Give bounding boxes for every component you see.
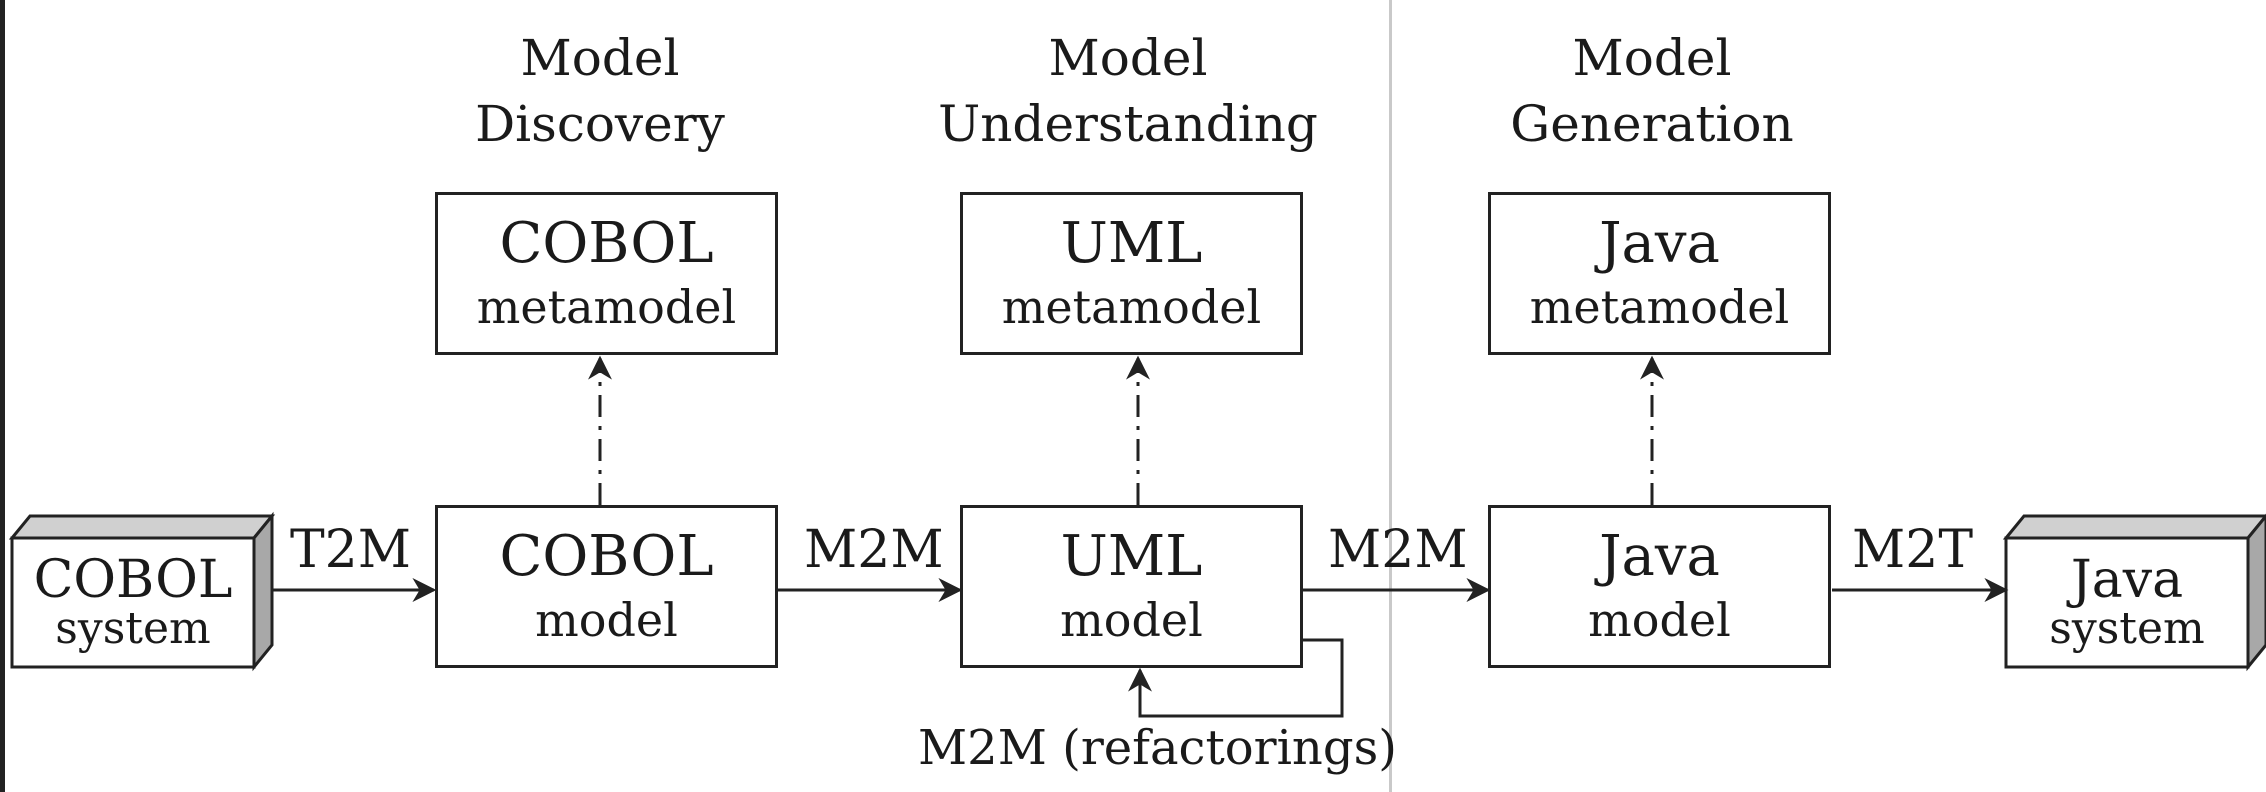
m2m-label-1: M2M — [804, 520, 944, 580]
cobol-system-cube — [8, 511, 276, 672]
refactoring-loop — [1128, 638, 1344, 718]
phase-divider — [1389, 0, 1392, 792]
m2m-label-2: M2M — [1328, 520, 1468, 580]
t2m-label: T2M — [290, 520, 412, 580]
left-border — [0, 0, 5, 792]
java-system-cube — [2002, 513, 2266, 672]
m2t-label: M2T — [1852, 520, 1974, 580]
refactorings-label: M2M (refactorings) — [918, 720, 1397, 776]
